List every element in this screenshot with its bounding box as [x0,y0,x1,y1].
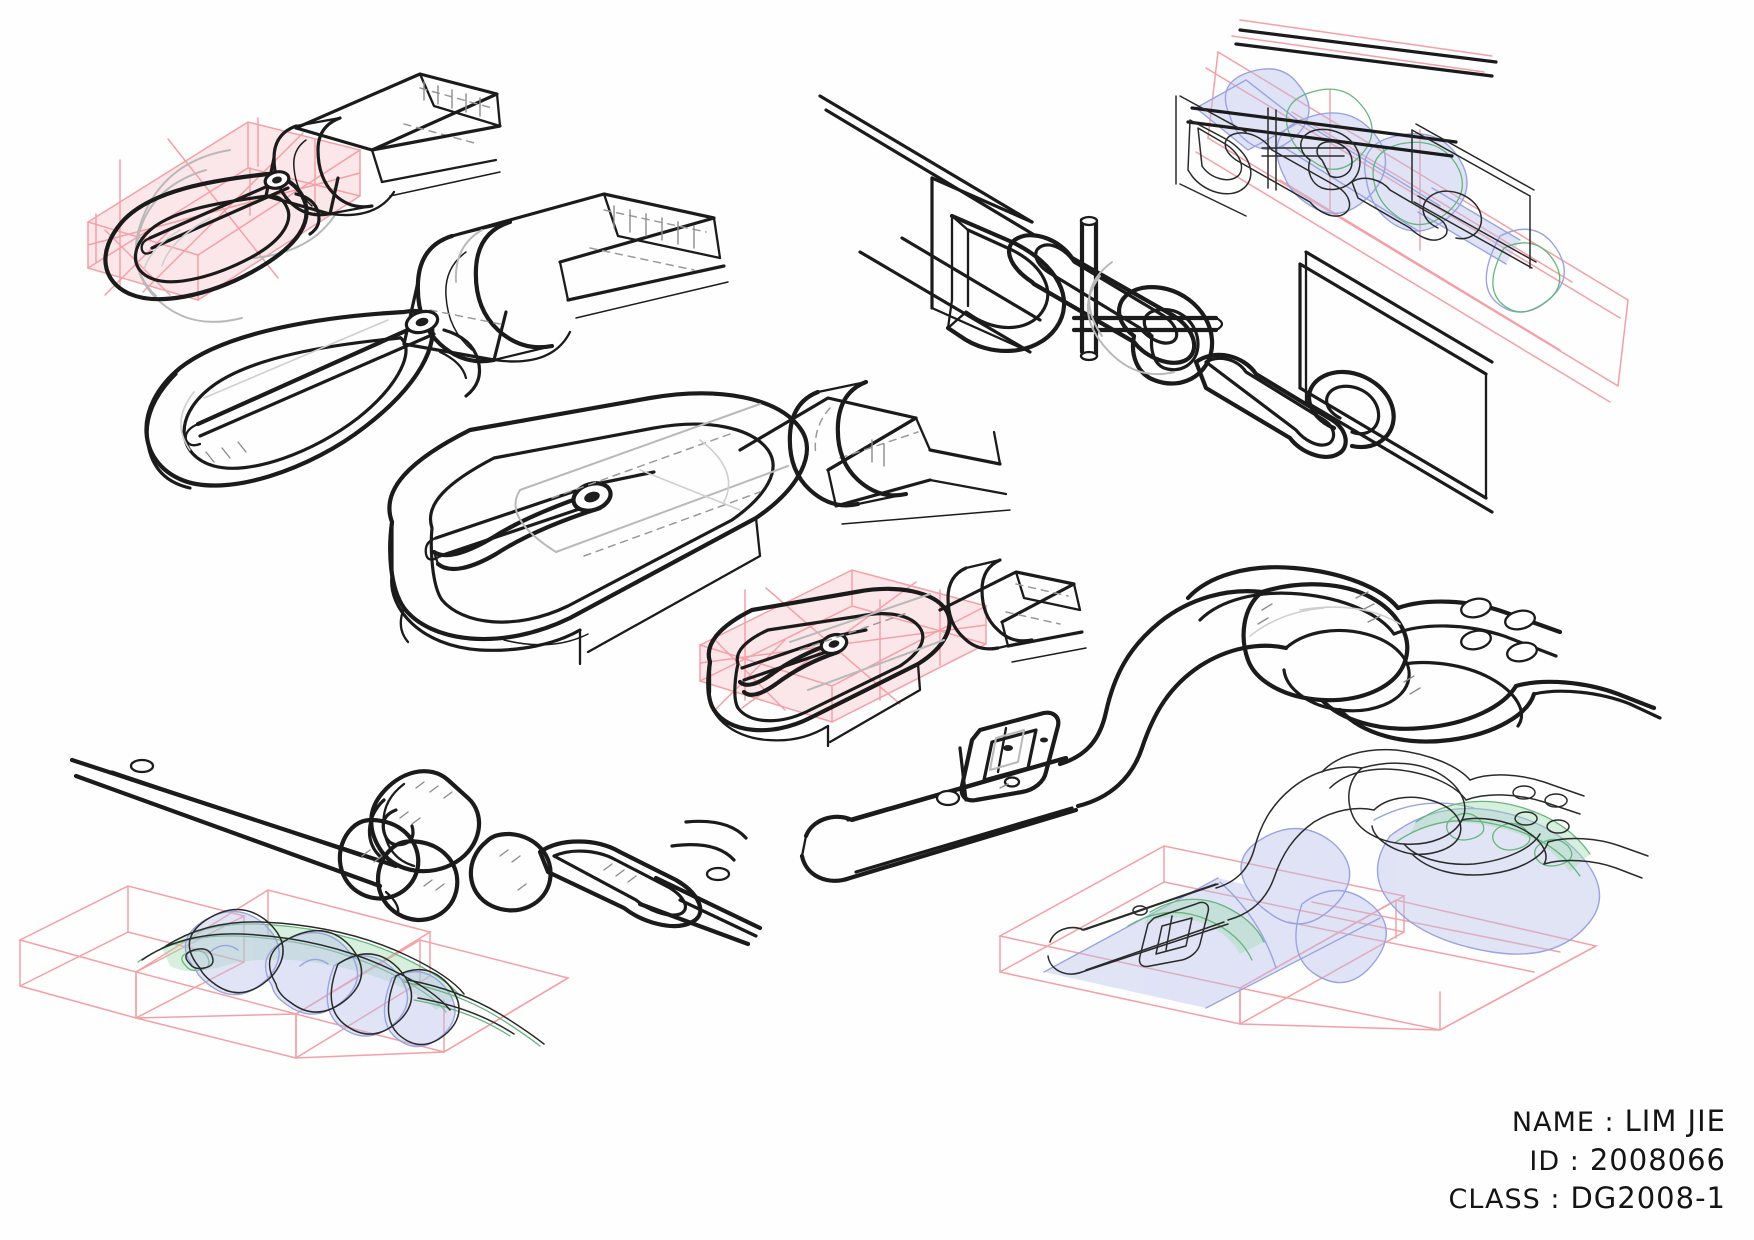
name-label: NAME : [1511,1107,1615,1139]
class-label: CLASS : [1448,1184,1561,1216]
sketch-watch-strap [799,565,1662,975]
sketch-small-rect-buckle [706,558,1087,748]
construction-inset-toggle-knot [17,885,570,1059]
sketch-large-u-buckle [144,192,729,490]
id-label: ID : [1529,1145,1580,1177]
sketch-large-rect-buckle [387,379,1011,666]
class-value: DG2008-1 [1570,1181,1726,1216]
name-value: LIM JIE [1624,1104,1726,1139]
construction-box-small-u-buckle [86,117,362,301]
id-value: 2008066 [1589,1142,1726,1177]
student-info-caption: NAME : LIM JIE ID : 2008066 CLASS : DG20… [1449,1102,1726,1218]
sketch-small-u-buckle [103,72,502,323]
construction-inset-watch-strap [997,800,1601,1031]
sketch-d-ring-chain [818,28,1537,514]
sketch-toggle-knot [69,757,763,1046]
